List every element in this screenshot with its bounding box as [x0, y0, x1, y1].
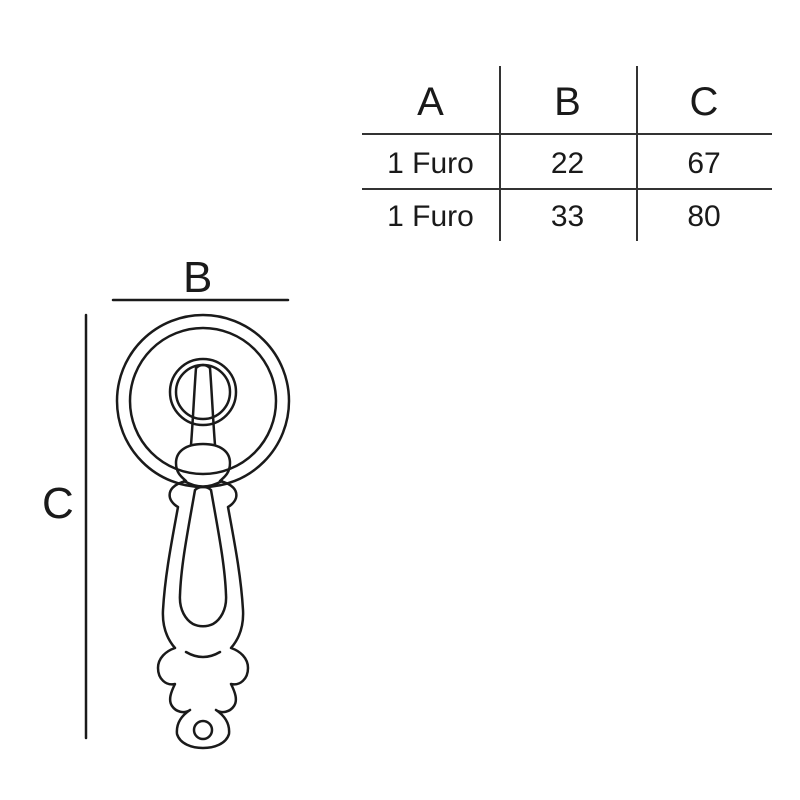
row-divider: [362, 188, 772, 190]
table-cell: 22: [550, 147, 585, 180]
table-cell: 1 Furo: [387, 200, 474, 233]
pendant-finial: [192, 719, 214, 741]
header-b: B: [554, 80, 581, 124]
row-divider: [362, 133, 772, 135]
table-cell: 67: [687, 147, 721, 180]
pendant-collar: [182, 479, 224, 488]
dimension-table: A B C 1 Furo 22 67 1 Furo 33 80: [362, 66, 772, 241]
rosette-outer-ring: [115, 313, 291, 489]
pendant-outline: [156, 442, 250, 750]
table-cell: 1 Furo: [387, 147, 474, 180]
rosette-inner-ring: [128, 326, 278, 476]
column-divider: [636, 66, 638, 241]
table-cell: 33: [550, 200, 585, 233]
center-boss-inner: [174, 363, 232, 421]
pendant-ornament: [184, 650, 222, 659]
header-a: A: [417, 80, 444, 124]
table-cell: 80: [687, 200, 721, 233]
column-divider: [499, 66, 501, 241]
hanging-loop: [189, 363, 217, 447]
width-dimension-label: B: [183, 253, 213, 302]
center-boss-outer: [168, 357, 238, 427]
height-dimension-label: C: [42, 479, 74, 528]
header-c: C: [689, 80, 719, 124]
pendant-slot: [178, 485, 228, 628]
